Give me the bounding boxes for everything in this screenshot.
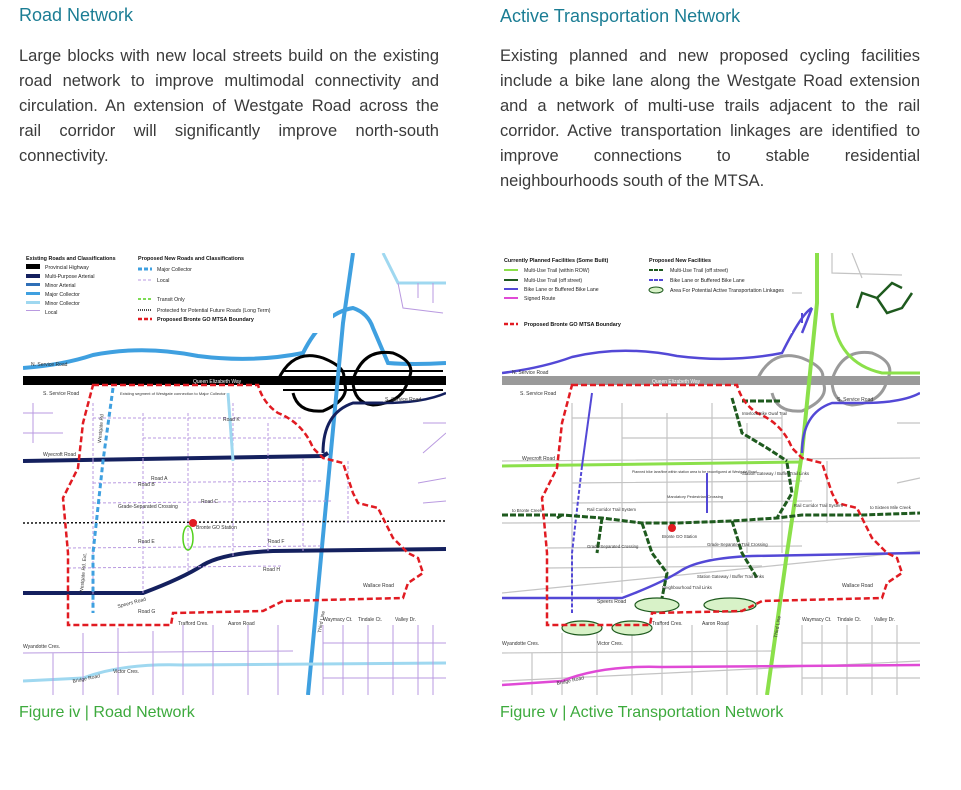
legend-item: Bike Lane or Buffered Bike Lane — [670, 278, 745, 284]
map-label: Grade-Separated Crossing — [118, 504, 178, 510]
active-transportation-paragraph: Existing planned and new proposed cyclin… — [500, 47, 920, 190]
legend-item: Multi-Use Trail (within ROW) — [524, 268, 590, 274]
legend-item: Multi-Use Trail (off street) — [670, 268, 728, 274]
map-label: Wallace Road — [842, 583, 873, 589]
map-label: Trafford Cres. — [652, 621, 683, 627]
map-label: Road B — [138, 482, 155, 488]
active-transportation-map: Currently Planned Facilities (Some Built… — [502, 253, 920, 695]
map-label: Mandatory Pedestrian Crossing — [667, 494, 723, 499]
legend-proposed-title: Proposed New Facilities — [649, 258, 711, 264]
legend-item: Local — [45, 310, 57, 316]
map-label: Planned bike lane/line within station ar… — [632, 470, 757, 474]
map-label: S. Service Road — [385, 397, 421, 403]
map-label: N. Service Road — [512, 370, 549, 376]
map-label: S. Service Road — [520, 391, 556, 397]
map-label: Waymacy Ct. — [323, 617, 353, 623]
legend-item: Proposed Bronte GO MTSA Boundary — [157, 317, 254, 323]
legend-item: Minor Collector — [45, 301, 80, 307]
map-label: to Sixteen Mile Creek — [870, 505, 912, 510]
map-label: Road K — [223, 417, 240, 423]
figure-v-caption: Figure v | Active Transportation Network — [500, 704, 784, 721]
legend-item: Area For Potential Active Transportation… — [670, 288, 784, 294]
map-label: S. Service Road — [837, 397, 873, 403]
legend-item: Bike Lane or Buffered Bike Lane — [524, 287, 599, 293]
map-label: Victor Cres. — [113, 669, 139, 675]
map-label: Wyecroft Road — [522, 456, 555, 462]
map-label: Waymacy Ct. — [802, 617, 832, 623]
map-label: Westgate Rd — [97, 414, 106, 443]
map-label: Grade-Separated Trail Crossing — [707, 542, 768, 547]
legend-boundary: Proposed Bronte GO MTSA Boundary — [524, 322, 621, 328]
map-label: Bridge Road — [72, 673, 101, 685]
active-transportation-heading: Active Transportation Network — [500, 6, 741, 26]
map-label: Bronte GO Station — [662, 534, 698, 539]
figure-iv-caption: Figure iv | Road Network — [19, 704, 195, 721]
legend-item: Major Collector — [157, 267, 192, 273]
map-label: Valley Dr. — [395, 617, 416, 623]
map-label: Speers Road — [117, 597, 147, 610]
map-label: Tindale Ct. — [358, 617, 382, 623]
map-label: Westgate Rd. Ext. — [79, 553, 88, 594]
map-label: Queen Elizabeth Way — [652, 379, 701, 385]
map-label: Third Line — [773, 615, 783, 638]
map-label: Road A — [151, 476, 168, 482]
map-label: Interlock Bike Gwaf Trail — [742, 411, 787, 416]
map-label: Neighbourhood Trail Links — [662, 585, 712, 590]
road-network-map: Existing Roads and Classifications Provi… — [23, 253, 446, 695]
map-label: Road H — [263, 567, 280, 573]
map-label: Road E — [138, 539, 155, 545]
map-label: N. Service Road — [31, 362, 68, 368]
map-label: Victor Cres. — [597, 641, 623, 647]
map-label: Bronte GO Station — [196, 525, 237, 531]
map-label: Aaron Road — [702, 621, 729, 627]
legend-existing-title: Existing Roads and Classifications — [26, 256, 116, 262]
road-network-paragraph: Large blocks with new local streets buil… — [19, 47, 439, 165]
map-label: Speers Road — [597, 599, 626, 605]
legend-item: Multi-Purpose Arterial — [45, 274, 95, 280]
map-label: Road C — [201, 499, 218, 505]
map-label: Bridge Road — [556, 675, 585, 687]
legend-item: Minor Arterial — [45, 283, 76, 289]
map-label: Third Line — [317, 610, 327, 633]
map-label: Wyandotte Cres. — [23, 644, 60, 650]
map-label: Queen Elizabeth Way — [193, 379, 242, 385]
legend-item: Signed Route — [524, 296, 556, 302]
map-label: Station Gateway / Buffer Trail Links — [742, 471, 809, 476]
map-label: S. Service Road — [43, 391, 79, 397]
map-label: Road G — [138, 609, 155, 615]
map-label: Grade-Separated Crossing — [587, 544, 639, 549]
map-label: Aaron Road — [228, 621, 255, 627]
map-label: Wyecroft Road — [43, 452, 76, 458]
map-label: Rail Corridor Trail System — [794, 503, 843, 508]
legend-item: Transit Only — [157, 297, 185, 303]
legend-item: Provincial Highway — [45, 265, 89, 271]
legend-current-title: Currently Planned Facilities (Some Built… — [504, 258, 608, 264]
map-label: Existing segment of Westgate connection … — [120, 391, 226, 396]
map-label: Valley Dr. — [874, 617, 895, 623]
legend-item: Protected for Potential Future Roads (Lo… — [157, 308, 271, 314]
legend-proposed-title: Proposed New Roads and Classifications — [138, 256, 244, 262]
map-label: Wyandotte Cres. — [502, 641, 539, 647]
legend-item: Major Collector — [45, 292, 80, 298]
map-label: Rail Corridor Trail System — [587, 507, 636, 512]
map-label: to Bronte Creek — [512, 508, 543, 513]
road-network-heading: Road Network — [19, 5, 134, 25]
legend-item: Multi-Use Trail (off street) — [524, 278, 582, 284]
map-label: Trafford Cres. — [178, 621, 209, 627]
map-label: Wallace Road — [363, 583, 394, 589]
map-label: Tindale Ct. — [837, 617, 861, 623]
map-label: Road F — [268, 539, 284, 545]
map-label: Station Gateway / Buffer Trail Links — [697, 574, 764, 579]
legend-item: Local — [157, 278, 169, 284]
